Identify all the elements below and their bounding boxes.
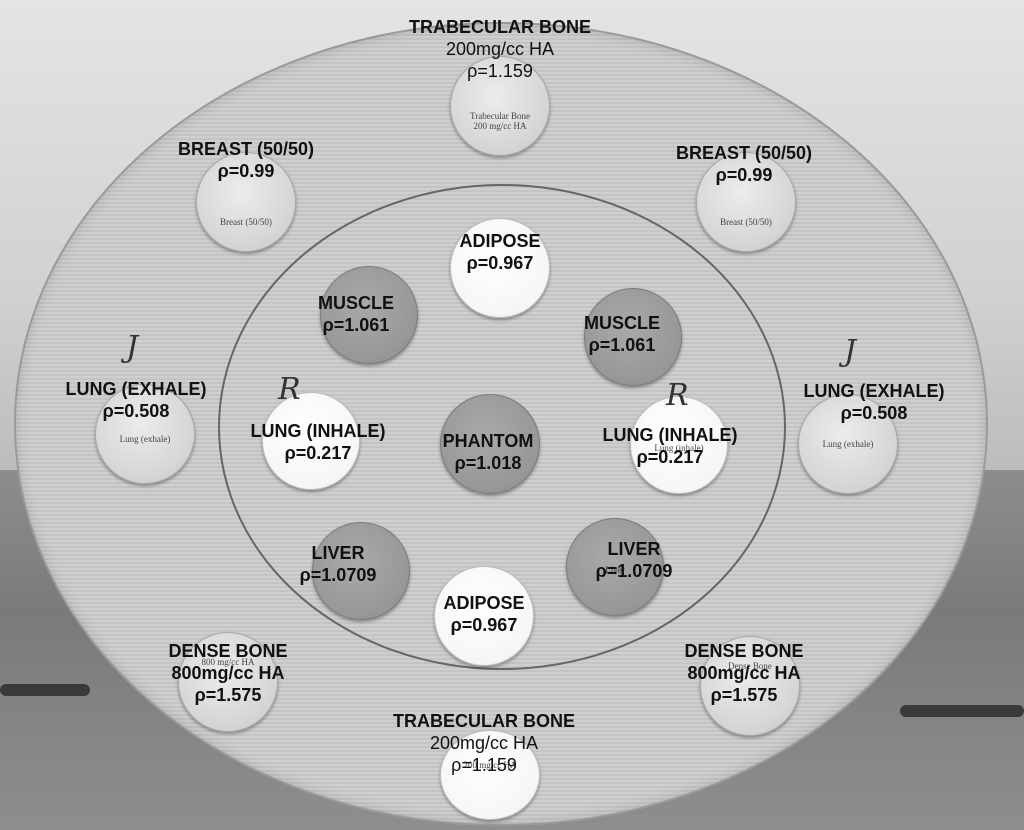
insert-lung-exhale-right: Lung (exhale)	[798, 394, 898, 494]
insert-breast-right: Breast (50/50)	[696, 152, 796, 252]
label-dense-bone-right: DENSE BONE 800mg/cc HA ρ=1.575	[684, 640, 803, 706]
insert-lung-exhale-left: Lung (exhale)	[95, 384, 195, 484]
label-lung-inhale-left: LUNG (INHALE) ρ=0.217	[251, 420, 386, 464]
insert-label-lung-exhale-right: Lung (exhale)	[822, 439, 874, 449]
label-dense-right-name: DENSE BONE	[684, 641, 804, 661]
insert-lung-inhale-left	[262, 392, 360, 490]
insert-label-dense-right: Dense Bone	[728, 661, 772, 671]
cable-left	[0, 684, 90, 696]
label-lung-inhale-left-density: ρ=0.217	[284, 443, 352, 463]
label-dense-right-density: ρ=1.575	[710, 685, 778, 705]
label-trabecular-top-concentration: 200mg/cc HA	[445, 39, 555, 59]
label-lung-exhale-right-density: ρ=0.508	[840, 403, 908, 423]
insert-label-lung-inhale-right: Lung (inhale)	[654, 443, 704, 453]
label-lung-inhale-right-name: LUNG (INHALE)	[602, 425, 738, 445]
label-trabecular-bottom: TRABECULAR BONE 200mg/cc HA ρ=1.159	[393, 710, 575, 776]
label-trabecular-top-name: TRABECULAR BONE	[409, 17, 591, 37]
insert-dense-bone-right: Dense Bone	[700, 636, 800, 736]
label-trabecular-bottom-concentration: 200mg/cc HA	[429, 733, 539, 753]
insert-label-lung-exhale-left: Lung (exhale)	[119, 434, 171, 444]
label-adipose-top-name: ADIPOSE	[459, 231, 541, 251]
handwritten-j-left: J	[126, 330, 139, 365]
insert-breast-left: Breast (50/50)	[196, 152, 296, 252]
insert-trabecular-top: Trabecular Bone 200 mg/cc HA	[450, 56, 550, 156]
label-dense-bone-left: DENSE BONE 800mg/cc HA ρ=1.575	[168, 640, 287, 706]
insert-label-trabecular-top-2: 200 mg/cc HA	[473, 121, 527, 131]
label-liver-right-name: LIVER	[607, 539, 661, 559]
label-lung-exhale-right-name: LUNG (EXHALE)	[803, 381, 945, 401]
label-lung-exhale-left-density: ρ=0.508	[102, 401, 170, 421]
insert-dense-bone-left: 800 mg/cc HA	[178, 632, 278, 732]
label-breast-left: BREAST (50/50) ρ=0.99	[178, 138, 314, 182]
handwritten-r-right: R	[666, 378, 689, 413]
label-lung-inhale-right: LUNG (INHALE) ρ=0.217	[603, 424, 738, 468]
label-phantom-center-name: PHANTOM	[442, 431, 534, 451]
label-muscle-right: MUSCLE ρ=1.061	[584, 312, 660, 356]
label-adipose-top-density: ρ=0.967	[466, 253, 534, 273]
label-muscle-left: MUSCLE ρ=1.061	[318, 292, 394, 336]
insert-label-dense-left: 800 mg/cc HA	[201, 657, 255, 667]
label-adipose-bottom: ADIPOSE ρ=0.967	[443, 592, 524, 636]
label-trabecular-bottom-name: TRABECULAR BONE	[393, 711, 575, 731]
insert-liver-left	[312, 522, 410, 620]
insert-label-breast-right: Breast (50/50)	[720, 217, 772, 227]
label-dense-left-concentration: 800mg/cc HA	[171, 663, 285, 683]
label-breast-left-density: ρ=0.99	[217, 161, 275, 181]
label-muscle-right-name: MUSCLE	[584, 313, 660, 333]
label-lung-exhale-left-name: LUNG (EXHALE)	[65, 379, 207, 399]
label-trabecular-top-density: ρ=1.159	[467, 61, 533, 81]
insert-adipose-top	[450, 218, 550, 318]
insert-label-trabecular-bottom: 200 mg/cc HA	[463, 760, 517, 770]
label-liver-left: LIVER ρ=1.0709	[300, 542, 377, 586]
handwritten-j-right: J	[844, 334, 857, 369]
label-dense-left-name: DENSE BONE	[168, 641, 288, 661]
insert-muscle-right	[584, 288, 682, 386]
insert-label-trabecular-top-1: Trabecular Bone	[470, 111, 530, 121]
label-liver-left-name: LIVER	[311, 543, 365, 563]
cable-right	[900, 705, 1024, 717]
handwritten-r-left: R	[278, 372, 301, 407]
label-liver-right: LIVER ρ=1.0709	[596, 538, 673, 582]
insert-lung-inhale-right: Lung (inhale)	[630, 396, 728, 494]
label-lung-exhale-right: LUNG (EXHALE) ρ=0.508	[804, 380, 945, 424]
label-liver-left-density: ρ=1.0709	[299, 565, 377, 585]
label-lung-exhale-left: LUNG (EXHALE) ρ=0.508	[66, 378, 207, 422]
label-dense-right-concentration: 800mg/cc HA	[687, 663, 801, 683]
label-breast-right-density: ρ=0.99	[715, 165, 773, 185]
label-dense-left-density: ρ=1.575	[194, 685, 262, 705]
label-trabecular-top: TRABECULAR BONE 200mg/cc HA ρ=1.159	[409, 16, 591, 82]
insert-phantom-center	[440, 394, 540, 494]
insert-label-liver-right: Liver	[605, 565, 625, 575]
label-lung-inhale-left-name: LUNG (INHALE)	[250, 421, 386, 441]
label-muscle-right-density: ρ=1.061	[588, 335, 656, 355]
insert-muscle-left	[320, 266, 418, 364]
label-adipose-bottom-name: ADIPOSE	[443, 593, 525, 613]
label-breast-right-name: BREAST (50/50)	[675, 143, 813, 163]
label-phantom-center: PHANTOM ρ=1.018	[443, 430, 534, 474]
insert-liver-right: Liver	[566, 518, 664, 616]
label-trabecular-bottom-density: ρ=1.159	[451, 755, 517, 775]
label-phantom-center-density: ρ=1.018	[454, 453, 522, 473]
label-breast-right: BREAST (50/50) ρ=0.99	[676, 142, 812, 186]
label-breast-left-name: BREAST (50/50)	[177, 139, 315, 159]
label-lung-inhale-right-density: ρ=0.217	[636, 447, 704, 467]
insert-label-breast-left: Breast (50/50)	[220, 217, 272, 227]
label-adipose-bottom-density: ρ=0.967	[450, 615, 518, 635]
label-liver-right-density: ρ=1.0709	[595, 561, 673, 581]
insert-trabecular-bottom: 200 mg/cc HA	[440, 730, 540, 820]
label-adipose-top: ADIPOSE ρ=0.967	[459, 230, 540, 274]
label-muscle-left-density: ρ=1.061	[322, 315, 390, 335]
label-muscle-left-name: MUSCLE	[318, 293, 394, 313]
phantom-inner-ring	[218, 184, 786, 670]
insert-adipose-bottom	[434, 566, 534, 666]
